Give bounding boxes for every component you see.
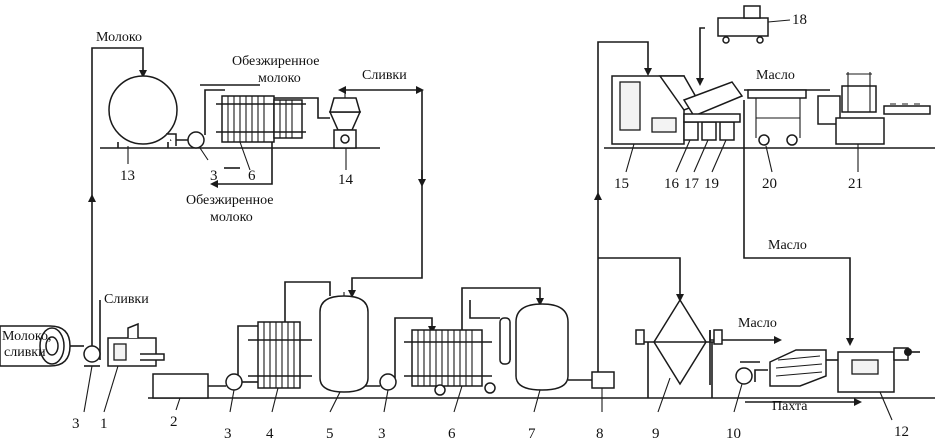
equipment-7-tank bbox=[515, 303, 569, 391]
number-5: 5 bbox=[326, 426, 334, 442]
deaerator-column bbox=[499, 317, 511, 365]
number-20: 20 bbox=[762, 176, 777, 192]
label-skim-milk-top-1: Обезжиренное bbox=[232, 54, 319, 69]
number-9: 9 bbox=[652, 426, 660, 442]
number-12: 12 bbox=[894, 424, 909, 440]
equipment-18-cart bbox=[717, 5, 791, 44]
number-3-second: 3 bbox=[224, 426, 232, 442]
label-skim-milk-bottom-1: Обезжиренное bbox=[186, 193, 273, 208]
equipment-14-separator bbox=[328, 92, 362, 149]
equipment-9-churn bbox=[635, 298, 723, 398]
pump-3-third bbox=[379, 373, 397, 391]
equipment-10-pump bbox=[735, 367, 753, 385]
equipment-13-storage-tank bbox=[108, 75, 178, 148]
number-4: 4 bbox=[266, 426, 274, 442]
equipment-2-tank bbox=[152, 373, 209, 399]
equipment-16-17-19-processor bbox=[682, 81, 744, 141]
label-milk-cream-1: Молоко, bbox=[2, 329, 52, 344]
equipment-20-conveyor bbox=[747, 89, 807, 146]
equipment-5-ripening-tank bbox=[319, 292, 369, 393]
milk-tanker bbox=[0, 325, 84, 367]
number-3-left: 3 bbox=[72, 416, 80, 432]
number-6-upper: 6 bbox=[248, 168, 256, 184]
equipment-4-plate-exchanger bbox=[248, 321, 312, 389]
equipment-6-lower-exchanger bbox=[404, 329, 496, 396]
label-skim-milk-bottom-2: молоко bbox=[210, 210, 253, 225]
flow-labels: Молоко Обезжиренное молоко Сливки Обезжи… bbox=[2, 30, 808, 414]
number-3-third: 3 bbox=[378, 426, 386, 442]
equipment-6-upper-exchanger bbox=[216, 95, 306, 143]
number-8: 8 bbox=[596, 426, 604, 442]
number-13: 13 bbox=[120, 168, 135, 184]
equipment-12-packing bbox=[769, 347, 912, 393]
number-10: 10 bbox=[726, 426, 741, 442]
number-14: 14 bbox=[338, 172, 354, 188]
number-17: 17 bbox=[684, 176, 700, 192]
equipment-21-packer bbox=[817, 72, 931, 145]
equipment-numbers: 3 1 2 3 4 5 3 6 7 8 9 10 12 13 3 6 14 15… bbox=[72, 12, 909, 442]
number-2: 2 bbox=[170, 414, 178, 430]
pump-3-second bbox=[208, 373, 258, 391]
equipment-1-filter bbox=[107, 322, 165, 367]
label-butter-mid: Масло bbox=[768, 238, 807, 253]
label-butter-low: Масло bbox=[738, 316, 777, 331]
number-6-lower: 6 bbox=[448, 426, 456, 442]
label-buttermilk: Пахта bbox=[772, 399, 808, 414]
label-butter-top: Масло bbox=[756, 68, 795, 83]
label-milk: Молоко bbox=[96, 30, 142, 45]
number-1: 1 bbox=[100, 416, 108, 432]
label-cream-top: Сливки bbox=[362, 68, 407, 83]
number-7: 7 bbox=[528, 426, 536, 442]
equipment-8-pump bbox=[591, 371, 615, 389]
number-3-top: 3 bbox=[210, 168, 218, 184]
number-15: 15 bbox=[614, 176, 629, 192]
number-18: 18 bbox=[792, 12, 807, 28]
number-16: 16 bbox=[664, 176, 680, 192]
number-19: 19 bbox=[704, 176, 719, 192]
label-milk-cream-2: сливки bbox=[4, 345, 46, 360]
label-skim-milk-top-2: молоко bbox=[258, 71, 301, 86]
pump-3-top bbox=[187, 131, 205, 149]
label-cream-left: Сливки bbox=[104, 292, 149, 307]
number-21: 21 bbox=[848, 176, 863, 192]
number-leaders bbox=[83, 139, 893, 421]
pump-3-left bbox=[83, 345, 101, 367]
